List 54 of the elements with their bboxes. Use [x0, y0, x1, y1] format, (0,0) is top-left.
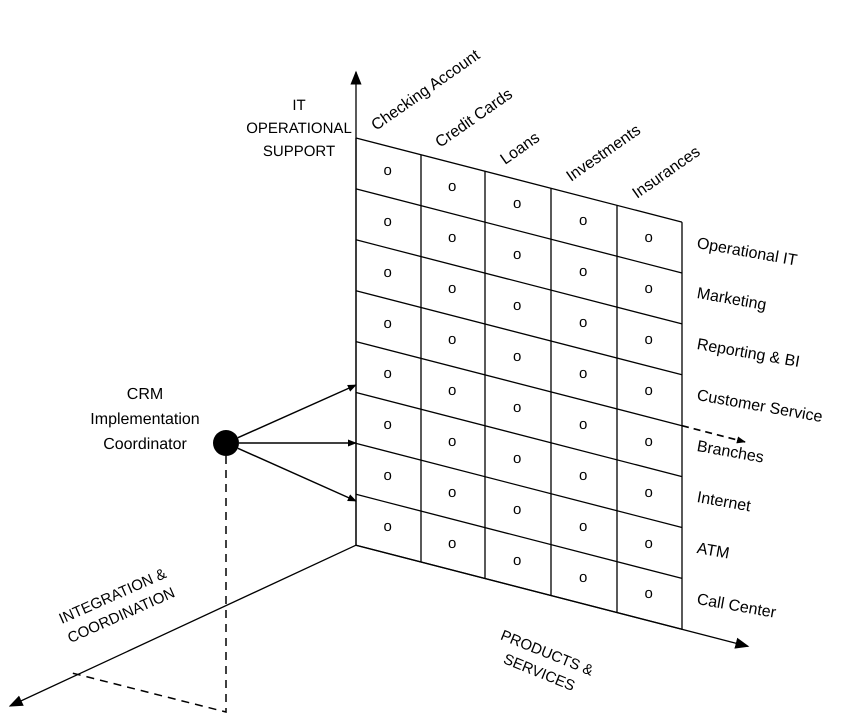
cell-marker: o [644, 484, 653, 502]
cell-marker: o [384, 314, 392, 333]
row-label: ATM [695, 539, 731, 564]
cell-marker: o [579, 518, 588, 536]
cell-marker: o [513, 297, 522, 316]
cell-marker: o [384, 162, 392, 180]
cell-marker: o [384, 264, 392, 282]
cell-marker: o [644, 534, 653, 553]
cell-marker: o [513, 552, 522, 570]
row-label: Reporting & BI [695, 336, 802, 372]
arrow [239, 439, 357, 447]
cell-marker: o [644, 585, 653, 604]
cell-marker: o [579, 364, 588, 383]
cell-marker: o [513, 195, 522, 214]
cell-marker: o [513, 450, 522, 468]
cell-marker: o [384, 365, 392, 384]
row-label: Call Center [695, 590, 778, 623]
cell-marker: o [448, 382, 456, 400]
cell-marker: o [644, 382, 653, 400]
cell-marker: o [644, 330, 653, 349]
cell-marker: o [448, 484, 456, 502]
cell-marker: o [448, 178, 456, 196]
cell-marker: o [513, 398, 522, 417]
cell-marker: o [644, 280, 653, 298]
axis-label: IT OPERATIONAL SUPPORT [245, 96, 353, 162]
row-label: Internet [695, 488, 752, 516]
cell-marker: o [513, 348, 522, 366]
row-label: Customer Service [695, 386, 824, 428]
cell-marker: o [579, 568, 588, 587]
arrow [238, 384, 357, 438]
cell-marker: o [448, 432, 456, 451]
cell-marker: o [579, 466, 588, 485]
arrow [238, 448, 357, 502]
cell-marker: o [448, 280, 456, 298]
dot-marker [213, 430, 239, 456]
cell-marker: o [384, 212, 392, 231]
cell-marker: o [448, 534, 456, 553]
cell-marker: o [513, 500, 522, 519]
row-label: Operational IT [695, 234, 799, 270]
cell-marker: o [384, 518, 392, 536]
cell-marker: o [579, 263, 588, 282]
cell-marker: o [448, 229, 456, 248]
cell-marker: o [579, 212, 588, 230]
cell-marker: o [513, 246, 522, 264]
node-caption: CRM Implementation Coordinator [89, 385, 201, 455]
row-label: Marketing [695, 284, 768, 316]
cell-marker: o [644, 229, 653, 248]
cell-marker: o [644, 432, 653, 451]
cell-marker: o [384, 467, 392, 486]
cell-marker: o [579, 314, 588, 332]
row-label: Branches [695, 437, 766, 468]
cell-marker: o [448, 331, 456, 350]
cell-marker: o [579, 416, 588, 434]
cell-marker: o [384, 416, 392, 434]
